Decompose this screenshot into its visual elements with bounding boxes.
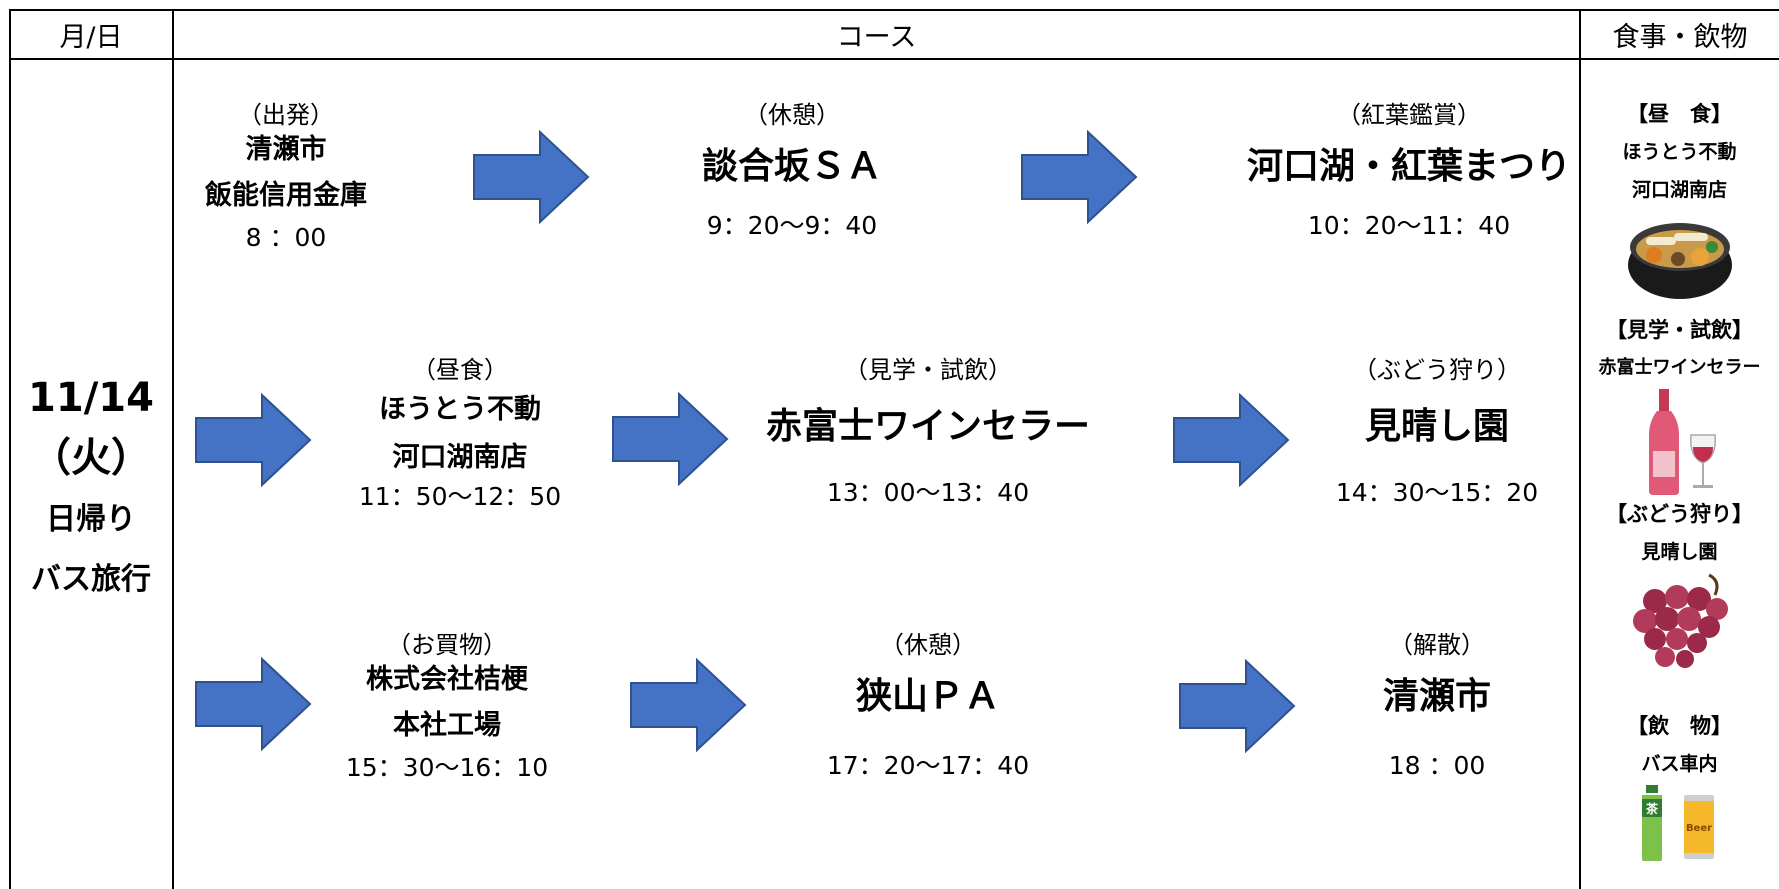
stop-time: 14：30〜15：20 [1335, 478, 1539, 507]
stop-grape-picking: （ぶどう狩り） 見晴し園 14：30〜15：20 [1336, 355, 1538, 509]
houtou-pot-icon [1627, 223, 1732, 299]
stop-category: （解散） [1388, 631, 1485, 659]
stop-dismissal: （解散） 清瀬市 18 ：00 [1383, 630, 1491, 782]
stop-rest-pa: （休憩） 狭山ＰＡ 17：20〜17：40 [827, 630, 1029, 782]
drinks-icon: 茶 Beer [1641, 785, 1714, 861]
right-arrow-icon [612, 392, 729, 486]
food-winery: 【見学・試飲】 赤富士ワインセラー [1580, 311, 1779, 497]
stop-name: 談合坂ＳＡ [701, 146, 883, 187]
food-title: 【ぶどう狩り】 [1606, 502, 1753, 526]
date-weekday: （火） [31, 435, 151, 481]
grapes-icon [1632, 573, 1728, 668]
stop-category: （紅葉鑑賞） [1336, 101, 1481, 129]
food-drinks: 【飲 物】 バス車内 茶 Beer [1580, 707, 1779, 863]
stop-name: ほうとう不動 [379, 394, 541, 425]
stop-category: （見学・試飲） [843, 356, 1012, 384]
stop-time: 10：20〜11：40 [1307, 211, 1511, 240]
stop-category: （昼食） [412, 356, 508, 384]
food-lunch: 【昼 食】 ほうとう不動 河口湖南店 [1580, 95, 1779, 303]
stop-time: 17：20〜17：40 [826, 751, 1030, 780]
header-bottom-border [10, 58, 1779, 60]
stop-category: （ぶどう狩り） [1353, 356, 1521, 384]
food-detail: ほうとう不動 [1622, 141, 1737, 163]
header-course: コース [836, 21, 917, 53]
stop-rest-sa: （休憩） 談合坂ＳＡ 9：20〜9：40 [702, 100, 882, 242]
stop-shopping: （お買物） 株式会社桔梗 本社工場 15：30〜16：10 [346, 630, 548, 784]
table-left-border [9, 9, 11, 889]
stop-time: 8 ：00 [245, 223, 327, 252]
date-column-divider [172, 9, 174, 889]
food-column-divider [1579, 9, 1581, 889]
right-arrow-icon [630, 658, 747, 752]
stop-time: 18 ：00 [1388, 751, 1486, 780]
stop-name: 見晴し園 [1364, 406, 1509, 447]
food-detail-line2: 河口湖南店 [1631, 179, 1727, 201]
stop-time: 13：00〜13：40 [826, 478, 1030, 507]
food-detail: 見晴し園 [1641, 541, 1718, 563]
stop-name-line2: 飯能信用金庫 [205, 180, 367, 211]
stop-lunch: （昼食） ほうとう不動 河口湖南店 11：50〜12：50 [359, 355, 561, 513]
trip-type-line1: 日帰り [46, 502, 136, 537]
stop-time: 11：50〜12：50 [358, 482, 562, 511]
right-arrow-icon [1179, 659, 1296, 753]
right-arrow-icon [1021, 130, 1138, 224]
wine-icon [1648, 389, 1716, 495]
stop-name: 株式会社桔梗 [366, 664, 528, 695]
stop-name: 狭山ＰＡ [855, 676, 1000, 717]
stop-category: （休憩） [880, 631, 976, 659]
food-title: 【見学・試飲】 [1606, 318, 1753, 342]
stop-name: 河口湖・紅葉まつり [1246, 146, 1572, 187]
right-arrow-icon [473, 130, 590, 224]
tea-label: 茶 [1644, 801, 1658, 816]
stop-time: 15：30〜16：10 [345, 753, 549, 782]
stop-name: 清瀬市 [245, 134, 327, 165]
right-arrow-icon [195, 393, 312, 487]
stop-category: （お買物） [387, 631, 507, 659]
header-date: 月/日 [59, 21, 123, 53]
trip-type-line2: バス旅行 [31, 562, 151, 597]
stop-time: 9：20〜9：40 [706, 211, 878, 240]
food-title: 【飲 物】 [1627, 714, 1732, 738]
table-top-border [10, 9, 1779, 11]
stop-name-line2: 本社工場 [393, 710, 501, 741]
stop-category: （休憩） [743, 101, 840, 129]
right-arrow-icon [1173, 393, 1290, 487]
stop-departure: （出発） 清瀬市 飯能信用金庫 8 ：00 [205, 100, 367, 254]
food-title: 【昼 食】 [1627, 102, 1732, 126]
header-food: 食事・飲物 [1612, 21, 1748, 53]
food-detail: バス車内 [1641, 753, 1718, 775]
stop-name: 清瀬市 [1382, 676, 1492, 717]
date-cell: 11/14 （火） 日帰り バス旅行 [10, 370, 172, 610]
date-day: 11/14 [28, 375, 154, 421]
beer-label: Beer [1685, 823, 1711, 834]
food-detail: 赤富士ワインセラー [1598, 357, 1761, 378]
stop-winery: （見学・試飲） 赤富士ワインセラー 13：00〜13：40 [766, 355, 1090, 509]
stop-category: （出発） [238, 101, 334, 129]
right-arrow-icon [195, 657, 312, 751]
stop-name-line2: 河口湖南店 [392, 442, 528, 473]
stop-name: 赤富士ワインセラー [765, 406, 1091, 447]
food-grapes: 【ぶどう狩り】 見晴し園 [1580, 495, 1779, 669]
stop-autumn-leaves: （紅葉鑑賞） 河口湖・紅葉まつり 10：20〜11：40 [1247, 100, 1571, 242]
